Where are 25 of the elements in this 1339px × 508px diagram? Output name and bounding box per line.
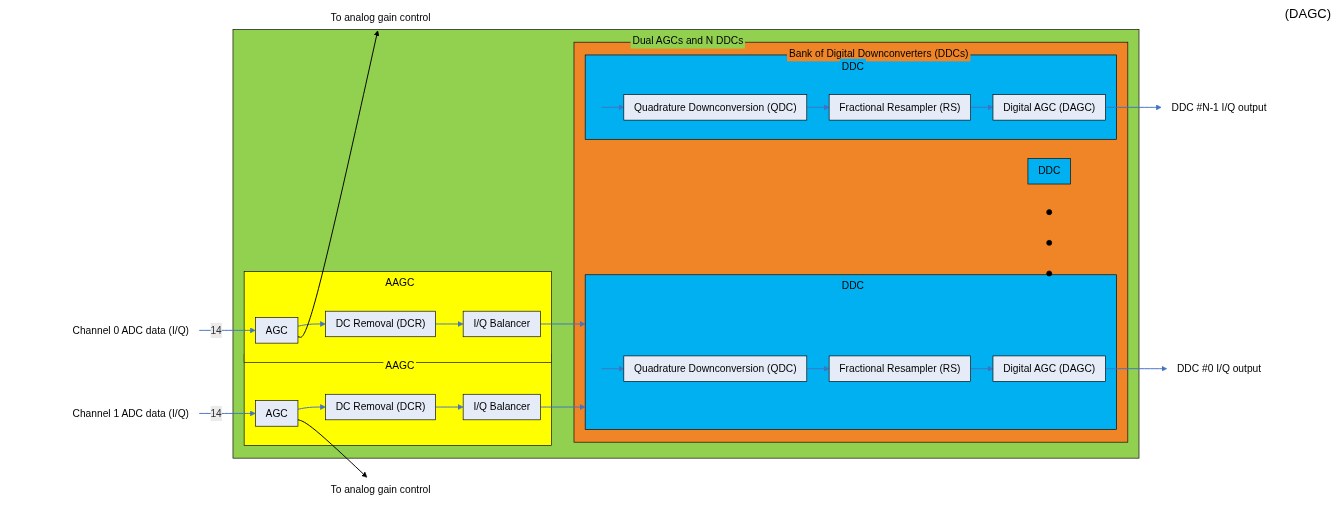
edge-label: 14 <box>210 324 222 336</box>
node-text: Channel 0 ADC data (I/Q) <box>72 324 190 336</box>
node-box: DC Removal (DCR) <box>325 393 436 421</box>
node-box: Quadrature Downconversion (QDC) <box>623 355 808 382</box>
node-box: Quadrature Downconversion (QDC) <box>623 94 808 121</box>
node-box: I/Q Balancer <box>462 310 541 338</box>
node-box: Fractional Resampler (RS) <box>828 94 971 121</box>
node-text: DDC #N-1 I/Q output <box>1171 101 1267 113</box>
node-text: DDC #0 I/Q output <box>1176 362 1262 374</box>
node-circle <box>1046 209 1053 215</box>
node-box: AGC <box>255 400 299 427</box>
edge-label: 14 <box>210 407 222 419</box>
node-box: AGC <box>255 317 299 344</box>
node-box: I/Q Balancer <box>462 393 541 421</box>
node-box: Fractional Resampler (RS) <box>828 355 971 382</box>
note-text: (DAGC) <box>1284 6 1331 21</box>
node-box: Digital AGC (DAGC) <box>992 94 1106 121</box>
node-circle <box>1046 239 1053 246</box>
node-text: To analog gain control <box>330 12 431 23</box>
node-box: DC Removal (DCR) <box>325 310 436 338</box>
node-text: To analog gain control <box>330 484 431 496</box>
node-text: Channel 1 ADC data (I/Q) <box>72 407 190 419</box>
node-box: DDC <box>1027 158 1071 185</box>
node-box: Digital AGC (DAGC) <box>992 355 1106 382</box>
node-circle <box>1046 270 1053 277</box>
